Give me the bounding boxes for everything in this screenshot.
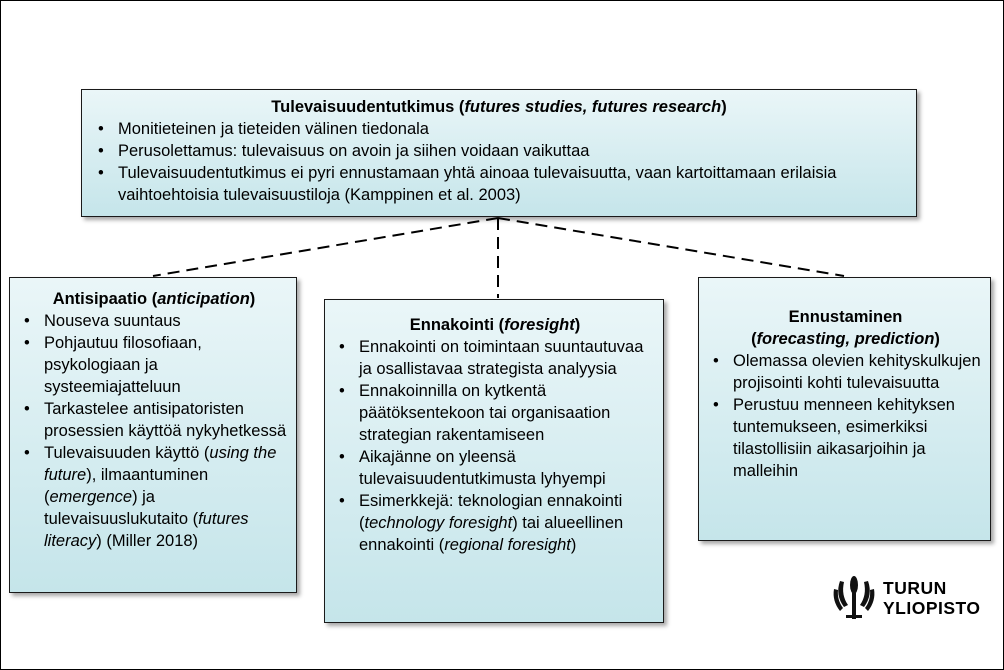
list-item: Pohjautuu filosofiaan, psykologiaan ja s… (18, 332, 290, 398)
forecasting-box: Ennustaminen (forecasting, prediction) O… (698, 277, 991, 541)
list-item: Tarkastelee antisipatoristen prosessien … (18, 398, 290, 442)
list-item: Esimerkkejä: teknologian ennakointi (tec… (333, 490, 657, 556)
futures-studies-box: Tulevaisuudentutkimus (futures studies, … (81, 89, 917, 217)
list-item: Perusolettamus: tulevaisuus on avoin ja … (92, 140, 906, 162)
anticipation-list: Nouseva suuntaus Pohjautuu filosofiaan, … (18, 310, 290, 552)
forecasting-list: Olemassa olevien kehityskulkujen projiso… (707, 350, 984, 482)
list-item: Aikajänne on yleensä tulevaisuudentutkim… (333, 446, 657, 490)
connector-left (152, 217, 499, 277)
list-item: Tulevaisuuden käyttö (using the future),… (18, 442, 290, 552)
list-item: Ennakoinnilla on kytkentä päätöksentekoo… (333, 380, 657, 446)
foresight-list: Ennakointi on toimintaan suuntautuvaa ja… (333, 336, 657, 556)
list-item: Ennakointi on toimintaan suuntautuvaa ja… (333, 336, 657, 380)
futures-studies-list: Monitieteinen ja tieteiden välinen tiedo… (92, 118, 906, 206)
university-logo: TURUN YLIOPISTO (831, 575, 991, 621)
foresight-title: Ennakointi (foresight) (409, 316, 581, 334)
list-item: Perustuu menneen kehityksen tuntemukseen… (707, 394, 984, 482)
list-item: Tulevaisuudentutkimus ei pyri ennustamaa… (92, 162, 906, 206)
futures-studies-title: Tulevaisuudentutkimus (futures studies, … (271, 98, 727, 116)
forecasting-title: Ennustaminen (forecasting, prediction) (751, 308, 940, 348)
list-item: Nouseva suuntaus (18, 310, 290, 332)
list-item: Monitieteinen ja tieteiden välinen tiedo… (92, 118, 906, 140)
foresight-box: Ennakointi (foresight) Ennakointi on toi… (324, 299, 664, 623)
torch-emblem-icon (833, 576, 875, 619)
anticipation-title: Antisipaatio (anticipation) (52, 290, 256, 308)
university-name: TURUN YLIOPISTO (883, 578, 981, 618)
anticipation-box: Antisipaatio (anticipation) Nouseva suun… (9, 277, 297, 593)
connector-right (497, 217, 845, 277)
list-item: Olemassa olevien kehityskulkujen projiso… (707, 350, 984, 394)
